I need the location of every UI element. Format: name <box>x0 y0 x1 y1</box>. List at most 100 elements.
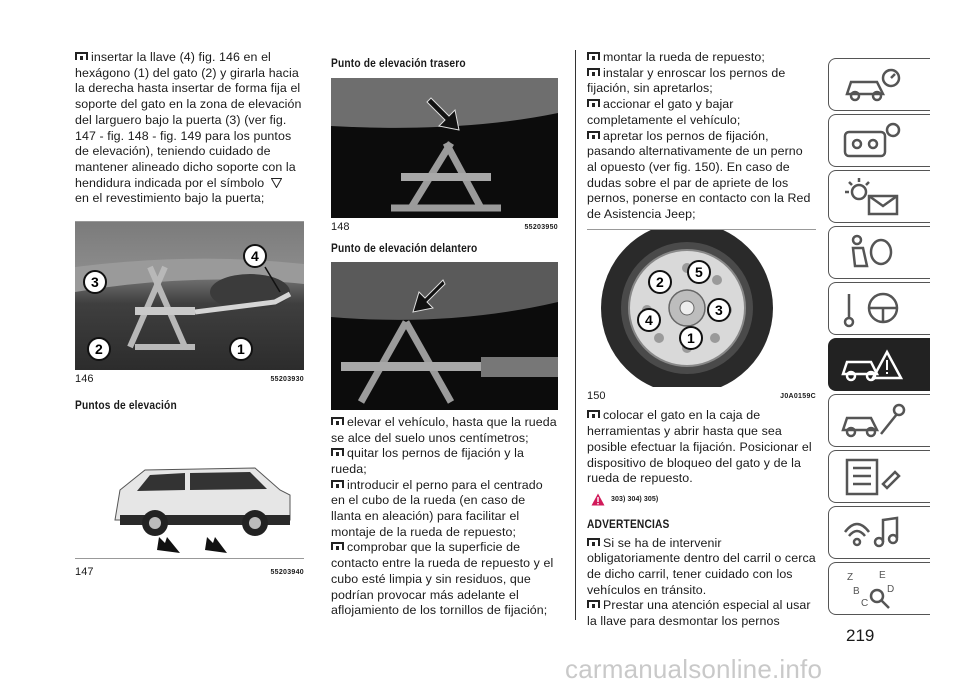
svg-text:4: 4 <box>251 248 259 264</box>
figure-149-image <box>331 262 558 411</box>
figure-number: 150 <box>587 389 606 402</box>
sidebar-item-maintenance[interactable] <box>828 394 930 447</box>
figure-code: 55203950 <box>524 223 558 231</box>
callout-3 <box>707 297 731 322</box>
sidebar-item-lights[interactable] <box>828 170 930 223</box>
figure-148-image <box>331 77 558 218</box>
specifications-list-icon <box>845 458 901 496</box>
figure-code: 55203930 <box>270 376 304 384</box>
figure-number: 148 <box>331 220 350 233</box>
column-3: montar la rueda de repuesto; instalar y … <box>587 50 816 630</box>
svg-text:3: 3 <box>91 274 99 290</box>
section-heading-warnings: ADVERTENCIAS <box>587 516 670 531</box>
arrow-icon <box>412 279 446 313</box>
sidebar-item-multimedia[interactable] <box>828 506 930 559</box>
steps-list: montar la rueda de repuesto; instalar y … <box>587 50 816 223</box>
svg-text:Z: Z <box>847 572 853 583</box>
figure-147-caption: 147 55203940 <box>75 565 304 581</box>
section-heading: Puntos de elevación <box>75 397 177 412</box>
bullet-icon <box>587 600 600 609</box>
bullet-icon <box>331 448 344 457</box>
svg-text:B: B <box>853 586 860 597</box>
sidebar-item-specs[interactable] <box>828 450 930 503</box>
warning-triangle-icon <box>591 493 605 506</box>
sidebar-item-key[interactable] <box>828 114 930 167</box>
callout-1 <box>679 325 703 350</box>
figure-rule <box>75 558 304 560</box>
list-item: apretar los pernos de fijación, pasando … <box>587 128 811 222</box>
car-side-illustration <box>114 467 291 554</box>
section-heading-rear: Punto de elevación trasero <box>331 56 466 70</box>
figure-number: 146 <box>75 373 94 386</box>
callout-2 <box>87 337 111 362</box>
svg-text:2: 2 <box>95 341 103 357</box>
warnings-list: Si se ha de intervenir obligatoriamente … <box>587 536 816 630</box>
list-item: comprobar que la superficie de contacto … <box>331 540 554 618</box>
bullet-icon <box>587 52 600 60</box>
list-item: elevar el vehículo, hasta que la rueda s… <box>331 414 557 445</box>
bullet-icon <box>331 479 344 488</box>
steering-wheel-icon <box>843 292 899 328</box>
list-item: accionar el gato y bajar completamente e… <box>587 97 741 127</box>
svg-text:C: C <box>861 598 868 609</box>
svg-text:5: 5 <box>695 264 703 280</box>
list-item: Prestar una atención especial al usar la… <box>587 598 811 629</box>
svg-text:1: 1 <box>237 341 245 357</box>
figure-150-image: 2 5 3 4 1 <box>587 229 816 387</box>
page-number: 219 <box>846 626 875 645</box>
car-breakdown-icon <box>841 349 904 382</box>
bullet-icon <box>587 410 600 419</box>
svg-text:E: E <box>879 570 886 581</box>
callout-3 <box>83 270 107 295</box>
section-heading-front: Punto de elevación delantero <box>331 241 478 256</box>
figure-number: 147 <box>75 566 94 579</box>
list-item: introducir el perno para el centrado en … <box>331 477 543 539</box>
callout-4 <box>637 307 661 332</box>
callout-1 <box>229 337 253 362</box>
list-item: montar la rueda de repuesto; <box>587 50 816 66</box>
car-wrench-icon <box>841 403 906 438</box>
callout-5 <box>687 259 711 284</box>
figure-147-image <box>75 435 304 558</box>
figure-rule <box>75 221 304 223</box>
warning-refs-text: 303) 304) 305) <box>611 496 659 504</box>
svg-text:2: 2 <box>656 274 664 290</box>
front-jack-point-illustration <box>331 262 558 404</box>
list-item: colocar el gato en la caja de herramient… <box>587 408 812 486</box>
figure-code: J0A0159C <box>780 392 816 400</box>
arrow-icon <box>157 537 180 554</box>
steps-list: colocar el gato en la caja de herramient… <box>587 408 816 487</box>
sidebar-item-driving[interactable] <box>828 282 930 335</box>
column-2: Punto de elevación trasero 148 55203950 … <box>331 56 558 619</box>
figure-146-caption: 146 55203930 <box>75 372 304 388</box>
column-1: insertar la llave (4) fig. 146 en el hex… <box>75 50 304 581</box>
svg-text:4: 4 <box>645 312 653 328</box>
figure-148-caption: 148 55203950 <box>331 220 558 236</box>
bullet-icon <box>75 52 88 60</box>
sidebar-item-safety[interactable] <box>828 226 930 279</box>
callout-2 <box>648 269 672 294</box>
multimedia-icon <box>844 516 899 548</box>
bullet-icon <box>587 67 600 76</box>
column-divider <box>575 50 576 620</box>
jack-illustration: 4 3 2 1 <box>75 244 304 362</box>
callout-4 <box>243 244 267 269</box>
rear-jack-point-illustration <box>331 77 558 212</box>
airbag-safety-icon <box>851 234 893 268</box>
sidebar-item-dashboard[interactable] <box>828 58 930 111</box>
list-item: instalar y enroscar los pernos de fijaci… <box>587 65 786 96</box>
triangle-symbol-icon <box>270 177 283 189</box>
figure-150-caption: 150 J0A0159C <box>587 389 816 405</box>
svg-text:1: 1 <box>687 330 695 346</box>
paragraph-insert-key: insertar la llave (4) fig. 146 en el hex… <box>75 50 302 206</box>
sun-envelope-icon <box>845 178 899 216</box>
figure-146-image: 4 3 2 1 <box>75 222 304 371</box>
wheel-bolt-order-illustration: 2 5 3 4 1 <box>601 229 773 387</box>
sidebar-item-emergency[interactable] <box>828 338 930 391</box>
warning-references: 303) 304) 305) <box>587 491 816 509</box>
bullet-icon <box>587 130 600 139</box>
arrow-icon <box>205 537 227 554</box>
bullet-icon <box>587 537 600 546</box>
